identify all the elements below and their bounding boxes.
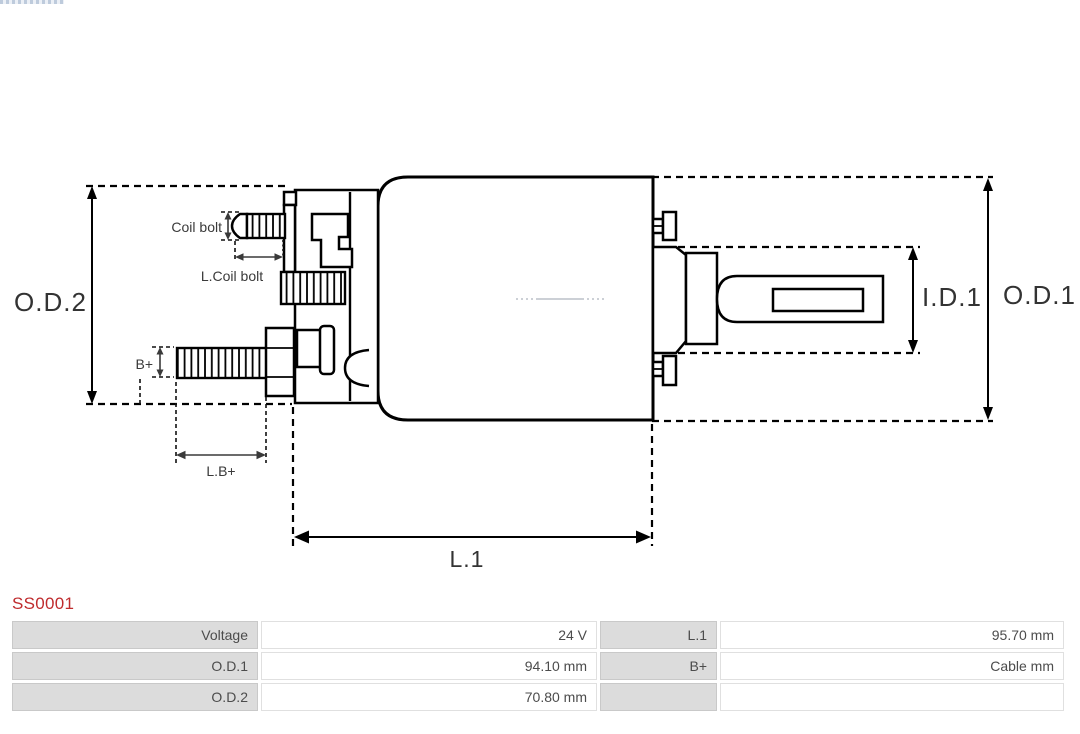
spec-label-od1: O.D.1 — [12, 652, 258, 680]
spec-value-od2: 70.80 mm — [261, 683, 597, 711]
dimension-l1: L.1 — [291, 407, 654, 572]
coil-bolt — [230, 212, 287, 240]
b-plus-label: B+ — [135, 356, 153, 372]
dimension-l-coil-bolt: L.Coil bolt — [201, 240, 284, 284]
solenoid-dimension-diagram: O.D.2 O.D.1 I.D.1 Coil bolt — [14, 175, 1076, 572]
dimension-l-b-plus: L.B+ — [175, 382, 267, 479]
spec-label-b-plus: B+ — [600, 652, 717, 680]
coil-bolt-label: Coil bolt — [171, 219, 222, 235]
front-terminal-bottom — [651, 354, 678, 387]
dimension-od2: O.D.2 — [14, 186, 97, 404]
plunger-shaft — [715, 274, 885, 324]
l1-label: L.1 — [450, 546, 485, 572]
l-b-plus-label: L.B+ — [206, 463, 235, 479]
spec-label-od2: O.D.2 — [12, 683, 258, 711]
dimension-id1: I.D.1 — [908, 247, 982, 353]
plunger-slot — [771, 287, 865, 313]
solenoid-body — [376, 175, 655, 422]
mounting-bracket — [279, 188, 380, 405]
spec-value-l1: 95.70 mm — [720, 621, 1064, 649]
dimension-coil-bolt: Coil bolt — [171, 211, 241, 241]
spec-value-voltage: 24 V — [261, 621, 597, 649]
spec-value-od1: 94.10 mm — [261, 652, 597, 680]
dimension-b-plus: B+ — [135, 346, 174, 404]
l-coil-bolt-label: L.Coil bolt — [201, 268, 263, 284]
front-flange — [651, 245, 719, 355]
spec-table: Voltage 24 V L.1 95.70 mm O.D.1 94.10 mm… — [12, 621, 1064, 711]
spec-label-voltage: Voltage — [12, 621, 258, 649]
id1-label: I.D.1 — [922, 282, 982, 312]
front-terminal-top — [651, 210, 678, 242]
extension-lines — [86, 175, 993, 423]
b-plus-terminal-stud — [175, 326, 296, 398]
part-number-heading: SS0001 — [12, 594, 75, 613]
od2-label: O.D.2 — [14, 287, 87, 317]
dimension-od1: O.D.1 — [983, 178, 1076, 420]
spec-value-empty — [720, 683, 1064, 711]
spec-label-empty — [600, 683, 717, 711]
od1-label: O.D.1 — [1003, 280, 1076, 310]
ui-artifact — [0, 0, 64, 4]
spec-value-b-plus: Cable mm — [720, 652, 1064, 680]
spec-label-l1: L.1 — [600, 621, 717, 649]
